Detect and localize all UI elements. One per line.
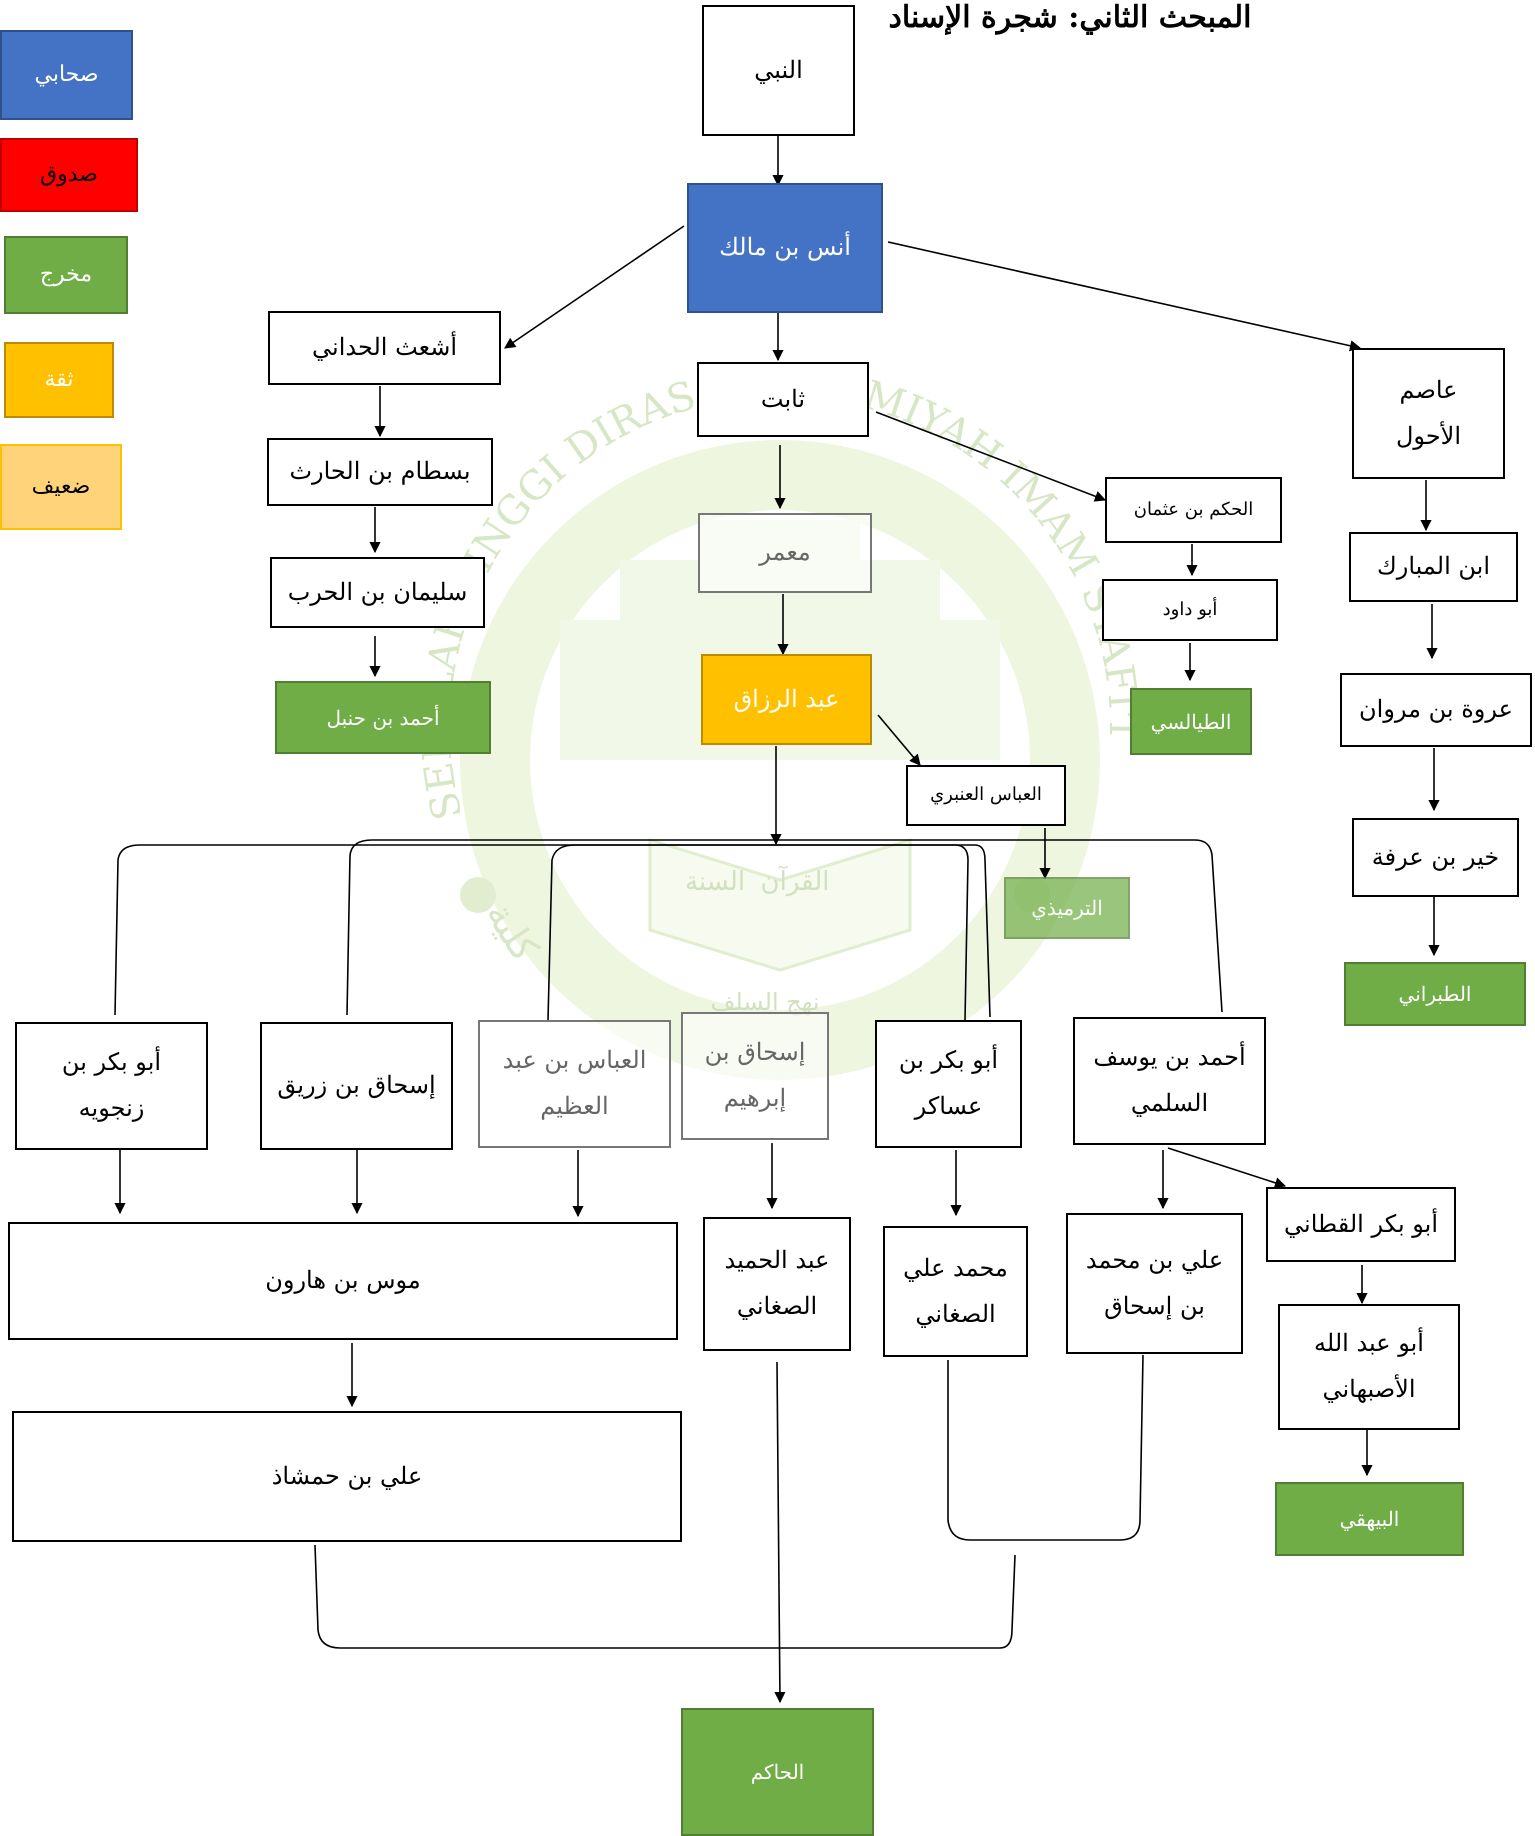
node-abbas-abd-azim: العباس بن عبد العظيم xyxy=(478,1020,671,1148)
node-sulayman: سليمان بن الحرب xyxy=(270,557,485,628)
node-abu-bakr-qattani: أبو بكر القطاني xyxy=(1266,1187,1456,1262)
node-asim: عاصم الأحول xyxy=(1352,348,1505,479)
node-bistam: بسطام بن الحارث xyxy=(267,438,493,506)
page-title: المبحث الثاني: شجرة الإسناد xyxy=(888,0,1252,35)
legend-daif: ضعيف xyxy=(0,444,122,530)
legend-sahabi: صحابي xyxy=(0,30,133,120)
node-nabi: النبي xyxy=(702,5,855,136)
node-hakim: الحاكم xyxy=(681,1708,874,1836)
legend-mukharrij: مخرج xyxy=(4,236,128,314)
node-abbas-anbari: العباس العنبري xyxy=(906,765,1066,826)
node-ibn-mubarak: ابن المبارك xyxy=(1349,532,1518,602)
node-tayalisi: الطيالسي xyxy=(1130,688,1252,755)
node-abu-abdillah: أبو عبد الله الأصبهاني xyxy=(1278,1304,1460,1430)
node-thabit: ثابت xyxy=(697,362,869,437)
node-tabarani: الطبراني xyxy=(1344,962,1526,1026)
node-ali-hamshadh: علي بن حمشاذ xyxy=(12,1411,682,1542)
node-bayhaqi: البيهقي xyxy=(1275,1482,1464,1556)
node-khayr: خير بن عرفة xyxy=(1352,818,1519,897)
node-abu-dawud: أبو داود xyxy=(1102,579,1278,641)
node-ishaq-ibrahim: إسحاق بن إبرهيم xyxy=(681,1012,829,1140)
node-abd-hamid: عبد الحميد الصغاني xyxy=(703,1217,851,1351)
node-ahmad-hanbal: أحمد بن حنبل xyxy=(275,681,491,754)
node-musa-harun: موس بن هارون xyxy=(8,1222,678,1340)
node-abu-bakr-zanjawayh: أبو بكر بن زنجويه xyxy=(15,1022,208,1150)
node-anas: أنس بن مالك xyxy=(687,183,883,313)
node-hakam: الحكم بن عثمان xyxy=(1105,477,1282,543)
node-tirmidhi: الترميذي xyxy=(1004,877,1130,939)
legend-saduq: صدوق xyxy=(0,138,138,212)
node-ali-ishaq: علي بن محمد بن إسحاق xyxy=(1066,1213,1243,1354)
node-urwa: عروة بن مروان xyxy=(1340,673,1532,747)
legend-thiqa: ثقة xyxy=(4,342,114,418)
node-abu-bakr-asakir: أبو بكر بن عساكر xyxy=(875,1020,1022,1148)
node-ishaq-zurayq: إسحاق بن زريق xyxy=(260,1022,453,1150)
node-muhammad-ali: محمد علي الصغاني xyxy=(883,1226,1028,1357)
node-ahmad-sulami: أحمد بن يوسف السلمي xyxy=(1073,1017,1266,1145)
node-abd-razzaq: عبد الرزاق xyxy=(701,654,872,745)
node-ashath: أشعث الحداني xyxy=(268,311,501,385)
node-mamar: معمر xyxy=(698,513,872,593)
